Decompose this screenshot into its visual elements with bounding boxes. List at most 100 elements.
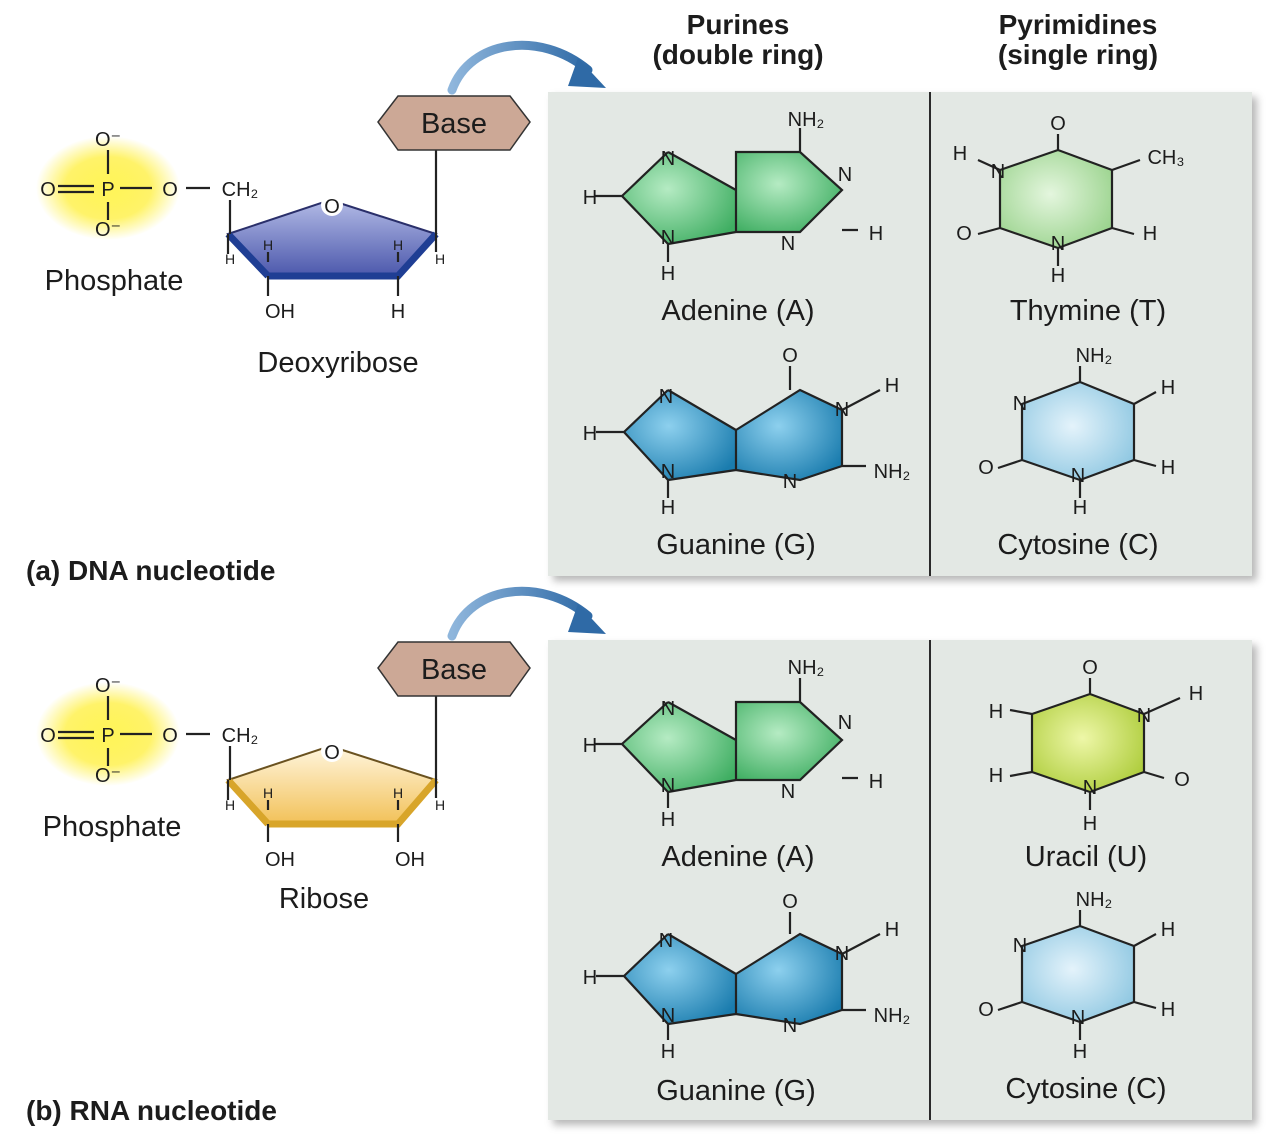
n-atom: N [1051, 233, 1065, 255]
h-atom: H [263, 785, 273, 801]
n-atom: N [1013, 935, 1027, 957]
phosphate-double-oxygen: O [40, 179, 56, 201]
phosphate-bridge-oxygen: O [162, 725, 178, 747]
purines-header: Purines [687, 9, 790, 40]
ring-oxygen: O [324, 196, 340, 218]
rna-adenine: N N N N NH₂ H H H Adenine (A) [583, 657, 883, 873]
amino-group: NH₂ [788, 657, 825, 679]
pyrimidines-subheader: (single ring) [998, 39, 1158, 70]
n-atom: N [838, 164, 852, 186]
phosphate-oxygen-top: O⁻ [95, 129, 121, 151]
base-box [377, 641, 531, 697]
h-atom: H [885, 919, 899, 941]
h-atom: H [1073, 1041, 1087, 1063]
uracil-label: Uracil (U) [1025, 841, 1147, 873]
h-atom: H [225, 251, 235, 267]
phosphate-double-oxygen: O [40, 725, 56, 747]
base-box [377, 95, 531, 151]
h-atom: H [225, 797, 235, 813]
methyl-group: CH₃ [1147, 147, 1184, 169]
n-atom: N [1013, 393, 1027, 415]
phosphate-glow [36, 136, 180, 240]
h-atom: H [869, 223, 883, 245]
n-atom: N [781, 781, 795, 803]
n-atom: N [838, 712, 852, 734]
h-atom: H [1189, 683, 1203, 705]
dna-cytosine: N N NH₂ H H O H Cytosine (C) [978, 345, 1175, 561]
o-atom: O [782, 891, 798, 913]
base-label: Base [421, 654, 487, 686]
rna-nucleotide: O⁻ O P O O⁻ CH₂ Phosphate O H H H H OH O… [26, 641, 531, 1126]
base-label: Base [421, 108, 487, 140]
h-atom: H [885, 375, 899, 397]
h-atom: H [1143, 223, 1157, 245]
n-atom: N [661, 698, 675, 720]
h-atom: H [435, 251, 445, 267]
cytosine-label: Cytosine (C) [1005, 1073, 1166, 1105]
h-atom: H [435, 797, 445, 813]
n-atom: N [661, 775, 675, 797]
n-atom: N [661, 1005, 675, 1027]
hydroxyl-3prime: OH [265, 849, 295, 871]
phosphate-oxygen-bottom: O⁻ [95, 765, 121, 787]
rna-uracil: N N O O H H H H Uracil (U) [989, 657, 1203, 873]
o-atom: O [956, 223, 972, 245]
amino-group: NH₂ [788, 109, 825, 131]
n-atom: N [1083, 777, 1097, 799]
h-atom: H [263, 237, 273, 253]
h-atom: H [661, 1041, 675, 1063]
h-atom: H [583, 967, 597, 989]
hydroxyl-3prime: OH [265, 301, 295, 323]
column-headers: Purines (double ring) Pyrimidines (singl… [652, 9, 1158, 70]
h-atom: H [583, 187, 597, 209]
rna-guanine: N N N N O H H NH₂ H Guanine (G) [583, 891, 911, 1107]
dna-nucleotide: O⁻ O P O O⁻ CH₂ Phosphate O H H H H OH H… [26, 95, 531, 586]
h-atom: H [1073, 497, 1087, 519]
dna-adenine: N N N N NH₂ H H H Adenine (A) [583, 109, 883, 327]
dna-guanine: N N N N O H H NH₂ H Guanine (G) [583, 345, 911, 561]
o-atom: O [978, 457, 994, 479]
n-atom: N [781, 233, 795, 255]
n-atom: N [661, 227, 675, 249]
ring-oxygen: O [324, 742, 340, 764]
amino-group: NH₂ [874, 1005, 911, 1027]
sugar-label: Ribose [279, 883, 369, 915]
rna-cytosine: N N NH₂ H H O H Cytosine (C) [978, 889, 1175, 1105]
n-atom: N [659, 386, 673, 408]
h-atom: H [1051, 265, 1065, 287]
ch2-group: CH₂ [222, 179, 259, 201]
amino-group: NH₂ [1076, 345, 1113, 367]
h-atom: H [583, 735, 597, 757]
thymine-label: Thymine (T) [1010, 295, 1166, 327]
phosphate-bridge-oxygen: O [162, 179, 178, 201]
h-atom: H [1083, 813, 1097, 835]
dna-arrow [447, 40, 606, 95]
phosphate-glow [36, 682, 180, 786]
n-atom: N [835, 943, 849, 965]
h-atom: H [1161, 457, 1175, 479]
n-atom: N [783, 471, 797, 493]
hydroxyl-2prime: OH [395, 849, 425, 871]
adenine-label: Adenine (A) [661, 295, 814, 327]
n-atom: N [1137, 705, 1151, 727]
n-atom: N [991, 161, 1005, 183]
h-atom: H [989, 765, 1003, 787]
o-atom: O [1082, 657, 1098, 679]
ch2-group: CH₂ [222, 725, 259, 747]
pyrimidines-header: Pyrimidines [999, 9, 1158, 40]
h-atom: H [393, 237, 403, 253]
h-atom: H [1161, 919, 1175, 941]
cytosine-label: Cytosine (C) [997, 529, 1158, 561]
phosphorus-atom: P [101, 725, 114, 747]
guanine-label: Guanine (G) [656, 529, 816, 561]
n-atom: N [1071, 465, 1085, 487]
guanine-label: Guanine (G) [656, 1075, 816, 1107]
rna-arrow [447, 586, 606, 641]
o-atom: O [1050, 113, 1066, 135]
n-atom: N [661, 461, 675, 483]
h-atom: H [661, 497, 675, 519]
dna-caption: (a) DNA nucleotide [26, 555, 275, 586]
rna-caption: (b) RNA nucleotide [26, 1095, 277, 1126]
dna-thymine: N N O O H CH₃ H H Thymine (T) [953, 113, 1185, 327]
